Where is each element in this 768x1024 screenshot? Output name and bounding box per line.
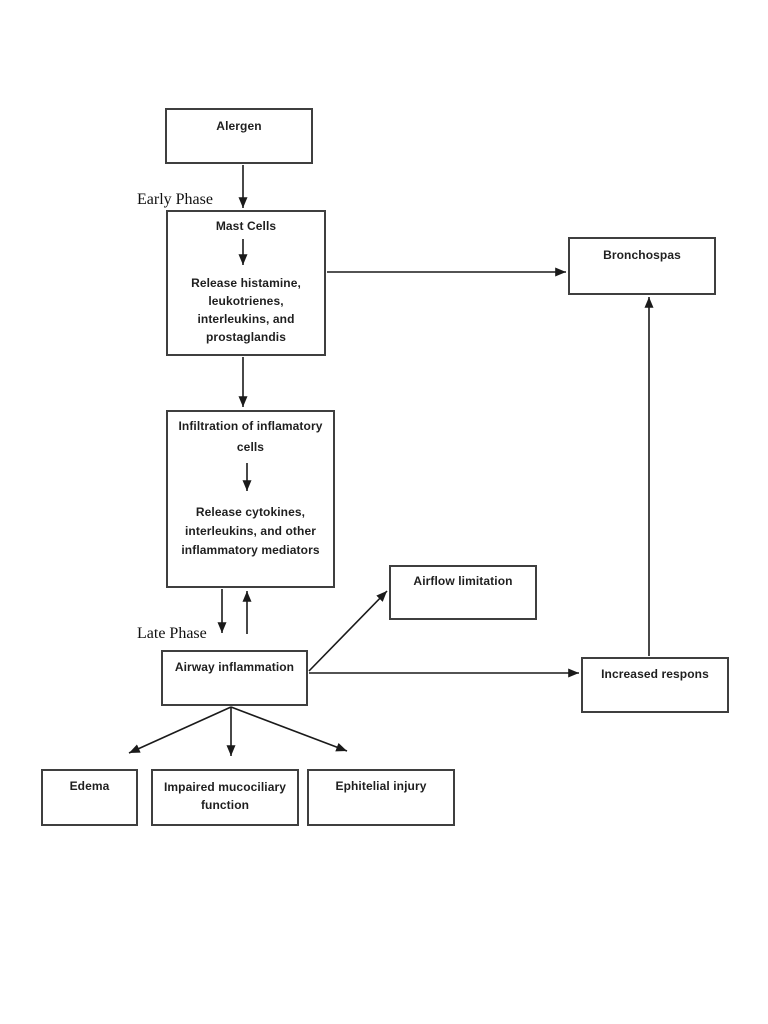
node-infiltration-body: Release cytokines, interleukins, and oth… bbox=[181, 505, 320, 557]
node-alergen: Alergen bbox=[165, 108, 313, 164]
node-impaired-mucociliary: Impaired mucociliary function bbox=[151, 769, 299, 826]
arrow-airway-to-airflow-limitation bbox=[308, 590, 388, 672]
arrow-airway-to-edema bbox=[128, 706, 232, 754]
node-mast-cells: Mast Cells Release histamine, leukotrien… bbox=[166, 210, 326, 356]
node-edema-title: Edema bbox=[69, 779, 110, 793]
node-increased-respons: Increased respons bbox=[581, 657, 729, 713]
arrow-airway-to-ephitelial-injury bbox=[230, 706, 348, 752]
early-phase-label: Early Phase bbox=[137, 191, 213, 208]
node-bronchospas-title: Bronchospas bbox=[603, 248, 681, 262]
node-bronchospas: Bronchospas bbox=[568, 237, 716, 295]
node-airflow-limitation-title: Airflow limitation bbox=[413, 574, 513, 588]
node-infiltration-title: Infiltration of inflamatory cells bbox=[178, 419, 323, 454]
node-airway-inflammation-title: Airway inflammation bbox=[174, 660, 295, 674]
node-alergen-title: Alergen bbox=[216, 119, 262, 133]
node-ephitelial-injury-title: Ephitelial injury bbox=[335, 779, 427, 793]
node-mast-cells-title: Mast Cells bbox=[215, 219, 277, 233]
node-airway-inflammation: Airway inflammation bbox=[161, 650, 308, 706]
node-airflow-limitation: Airflow limitation bbox=[389, 565, 537, 620]
node-edema: Edema bbox=[41, 769, 138, 826]
node-infiltration: Infiltration of inflamatory cells Releas… bbox=[166, 410, 335, 588]
late-phase-label: Late Phase bbox=[137, 625, 207, 642]
node-impaired-mucociliary-title: Impaired mucociliary function bbox=[163, 780, 287, 812]
node-mast-cells-body: Release histamine, leukotrienes, interle… bbox=[191, 276, 301, 344]
node-ephitelial-injury: Ephitelial injury bbox=[307, 769, 455, 826]
node-increased-respons-title: Increased respons bbox=[601, 667, 709, 681]
